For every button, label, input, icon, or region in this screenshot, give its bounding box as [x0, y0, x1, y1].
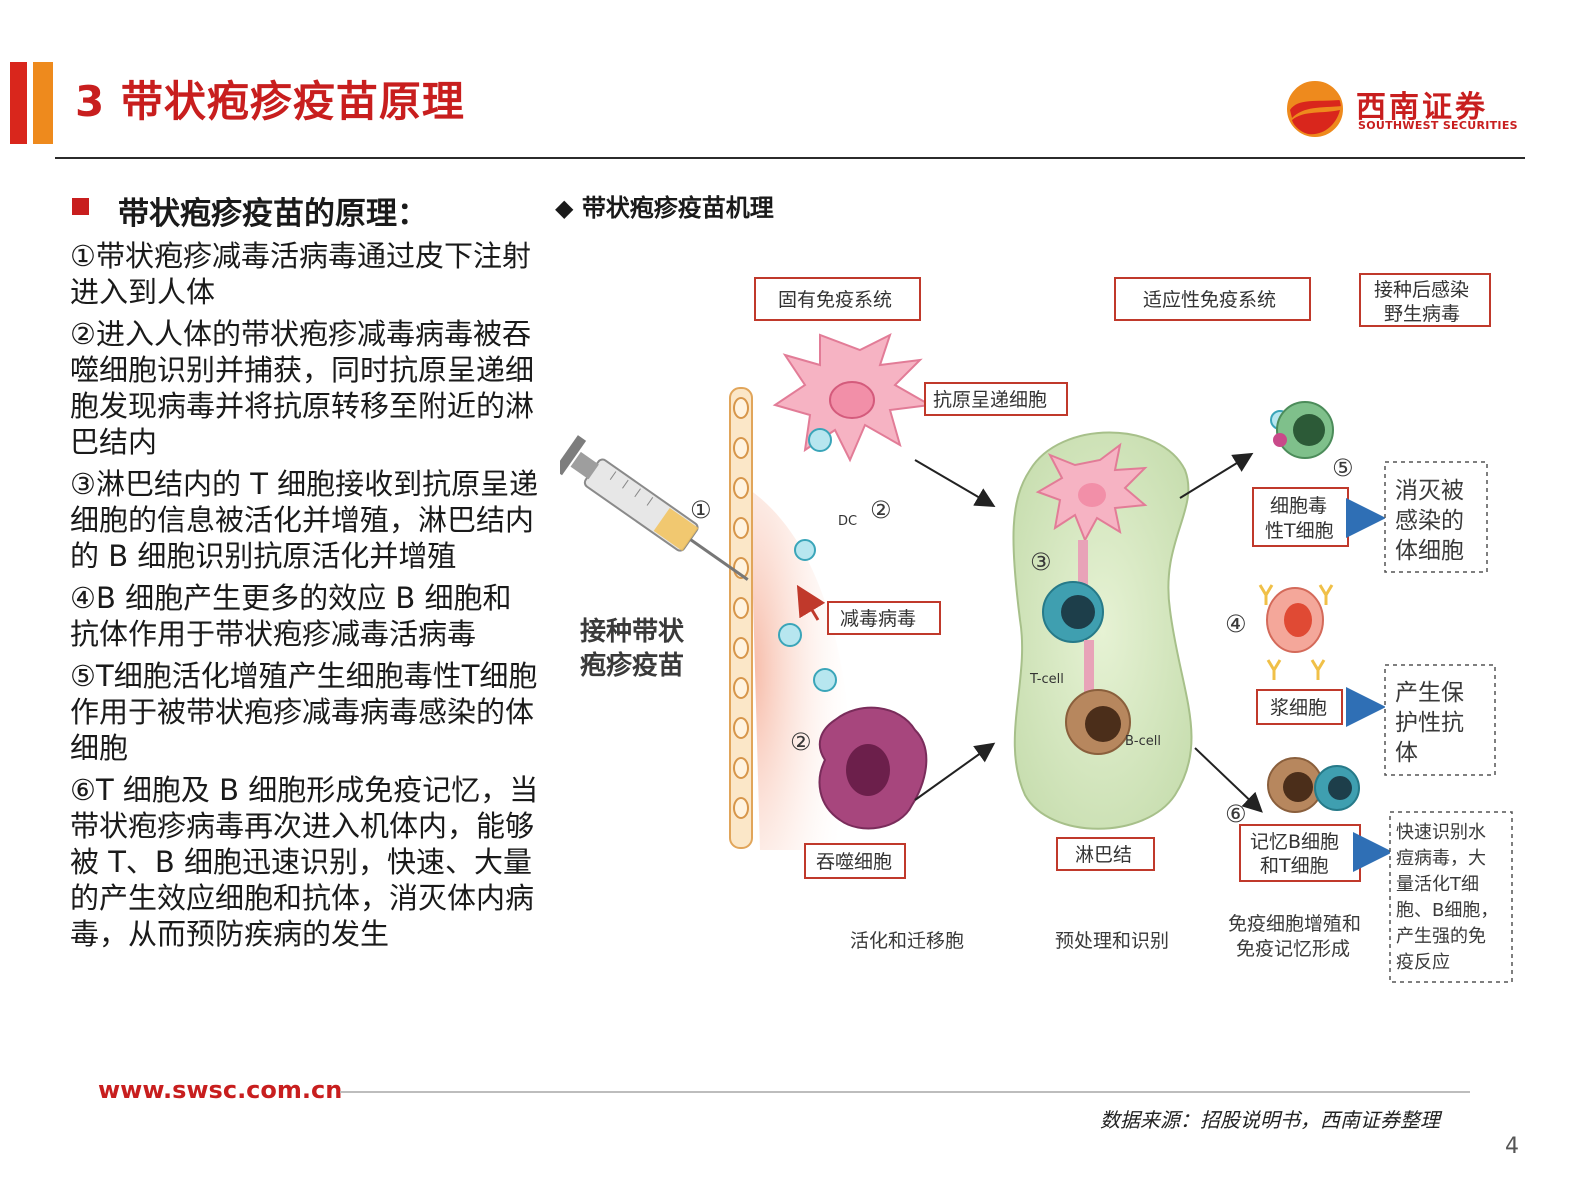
- syringe-icon: [560, 435, 749, 581]
- b-cell-icon: [1065, 689, 1131, 755]
- attenuated-label: 减毒病毒: [840, 608, 916, 630]
- post-vaccination-label-2: 野生病毒: [1384, 303, 1460, 325]
- principle-step-4: ④B 细胞产生更多的效应 B 细胞和抗体作用于带状疱疹减毒活病毒: [70, 581, 512, 651]
- footer-url[interactable]: www.swsc.com.cn: [98, 1076, 343, 1104]
- epithelial-cell-column: [729, 387, 753, 849]
- diagram-title: ◆ 带状疱疹疫苗机理: [555, 194, 774, 222]
- arrow-phagocyte-to-node: [914, 742, 996, 801]
- plasma-label: 浆细胞: [1270, 697, 1327, 719]
- lymph-node-label: 淋巴结: [1075, 844, 1132, 866]
- attenuated-box: [827, 601, 941, 635]
- bcell-synapse: [1084, 640, 1094, 695]
- rapid-label-3: 量活化T细: [1396, 874, 1479, 895]
- title-accent-bar-orange: [33, 62, 53, 144]
- dendritic-cell-icon: [772, 333, 934, 463]
- southwest-securities-logo-icon: [1287, 81, 1343, 137]
- data-source: 数据来源：招股说明书，西南证券整理: [1100, 1108, 1440, 1132]
- tcell-synapse: [1078, 540, 1088, 600]
- arrow-node-to-memory: [1194, 747, 1263, 813]
- apc-label: 抗原呈递细胞: [933, 389, 1047, 411]
- post-vaccination-box: [1359, 273, 1491, 327]
- principle-step-3: ③淋巴结内的 T 细胞接收到抗原呈递细胞的信息被活化并增殖，淋巴结内的 B 细胞…: [70, 467, 539, 573]
- stage-2-label: 预处理和识别: [1055, 930, 1169, 952]
- plasma-cell-icon: [1258, 584, 1334, 680]
- innate-box: [754, 277, 921, 321]
- logo-english-text: SOUTHWEST SECURITIES: [1358, 119, 1518, 132]
- principle-heading: 带状疱疹疫苗的原理：: [118, 196, 428, 232]
- kill-label-2: 感染的: [1395, 508, 1464, 534]
- step-6-number: ⑥: [1225, 800, 1247, 828]
- step-3-number: ③: [1030, 548, 1052, 576]
- vaccine-label-line2: 疱疹疫苗: [580, 650, 684, 681]
- phagocyte-label: 吞噬细胞: [816, 851, 892, 873]
- virus-arrow: [796, 584, 826, 621]
- kill-label-3: 体细胞: [1395, 538, 1464, 564]
- stage-3-label-2: 免疫记忆形成: [1236, 938, 1350, 960]
- rapid-label-6: 疫反应: [1396, 952, 1450, 973]
- memory-box: [1239, 824, 1361, 882]
- apc-box: [924, 382, 1068, 416]
- step-4-number: ④: [1225, 610, 1247, 638]
- protect-label-2: 护性抗: [1395, 710, 1464, 736]
- step-1-number: ①: [690, 496, 712, 524]
- ctl-label-2: 性T细胞: [1265, 520, 1334, 542]
- header-divider: [55, 157, 1525, 159]
- vaccine-label-line1: 接种带状: [580, 617, 685, 647]
- arrow-node-to-ctl: [1179, 452, 1254, 499]
- lymph-node-box: [1056, 837, 1155, 871]
- bcell-label: B-cell: [1125, 734, 1161, 749]
- phagocyte-icon: [818, 706, 928, 830]
- title-accent-bar-red: [10, 62, 27, 144]
- lymph-node-shape: [1012, 431, 1193, 830]
- stage-1-label: 活化和迁移胞: [850, 930, 964, 952]
- ctl-label-1: 细胞毒: [1270, 495, 1327, 517]
- adaptive-label: 适应性免疫系统: [1143, 289, 1276, 311]
- arrow-dc-to-node: [914, 459, 996, 508]
- node-dendritic-cell-icon: [1035, 442, 1148, 543]
- bullet-square-icon: [72, 198, 89, 215]
- memory-label-1: 记忆B细胞: [1250, 831, 1339, 853]
- cytotoxic-t-cell-icon: [1273, 401, 1334, 459]
- protect-label-3: 体: [1395, 740, 1418, 766]
- principle-step-1: ①带状疱疹减毒活病毒通过皮下注射进入到人体: [70, 239, 531, 309]
- rapid-response-box: [1389, 811, 1513, 983]
- footer-divider: [340, 1091, 1470, 1093]
- ctl-box: [1252, 487, 1349, 547]
- memory-label-2: 和T细胞: [1260, 855, 1329, 877]
- tcell-label: T-cell: [1029, 672, 1064, 687]
- protect-box: [1384, 664, 1496, 776]
- stage-3-label-1: 免疫细胞增殖和: [1228, 913, 1361, 935]
- innate-label: 固有免疫系统: [778, 289, 892, 311]
- page-number: 4: [1505, 1134, 1519, 1159]
- phagocyte-box: [804, 843, 906, 879]
- page-title: 3 带状疱疹疫苗原理: [75, 77, 465, 126]
- step-5-number: ⑤: [1332, 454, 1354, 482]
- dc-label: DC: [838, 514, 857, 529]
- plasma-box: [1256, 689, 1343, 725]
- rapid-label-2: 痘病毒，大: [1396, 848, 1486, 869]
- rapid-label-5: 产生强的免: [1396, 926, 1486, 947]
- principle-step-6: ⑥T 细胞及 B 细胞形成免疫记忆，当带状疱疹病毒再次进入机体内，能够被 T、B…: [70, 773, 539, 951]
- principle-step-2: ②进入人体的带状疱疹减毒病毒被吞噬细胞识别并捕获，同时抗原呈递细胞发现病毒并将抗…: [70, 317, 535, 459]
- step-2b-number: ②: [790, 728, 812, 756]
- memory-cells-icon: [1267, 757, 1360, 813]
- protect-label-1: 产生保: [1395, 680, 1464, 706]
- kill-box: [1384, 461, 1488, 573]
- kill-label-1: 消灭被: [1395, 478, 1464, 504]
- t-cell-icon: [1042, 581, 1104, 643]
- adaptive-box: [1114, 277, 1311, 321]
- step-2a-number: ②: [870, 496, 892, 524]
- logo-chinese-text: 西南证券: [1356, 90, 1488, 125]
- rapid-label-1: 快速识别水: [1396, 822, 1486, 843]
- principle-list: ①带状疱疹减毒活病毒通过皮下注射进入到人体 ②进入人体的带状疱疹减毒病毒被吞噬细…: [70, 238, 540, 958]
- principle-step-5: ⑤T细胞活化增殖产生细胞毒性T细胞作用于被带状疱疹减毒病毒感染的体细胞: [70, 659, 538, 765]
- vaccine-mechanism-diagram: 接种带状 疱疹疫苗 固有免疫系统 适应性免疫系统 接种后感染 野生病毒 DC ②…: [560, 273, 1513, 983]
- post-vaccination-label-1: 接种后感染: [1374, 279, 1469, 301]
- rapid-label-4: 胞、B细胞，: [1396, 900, 1498, 921]
